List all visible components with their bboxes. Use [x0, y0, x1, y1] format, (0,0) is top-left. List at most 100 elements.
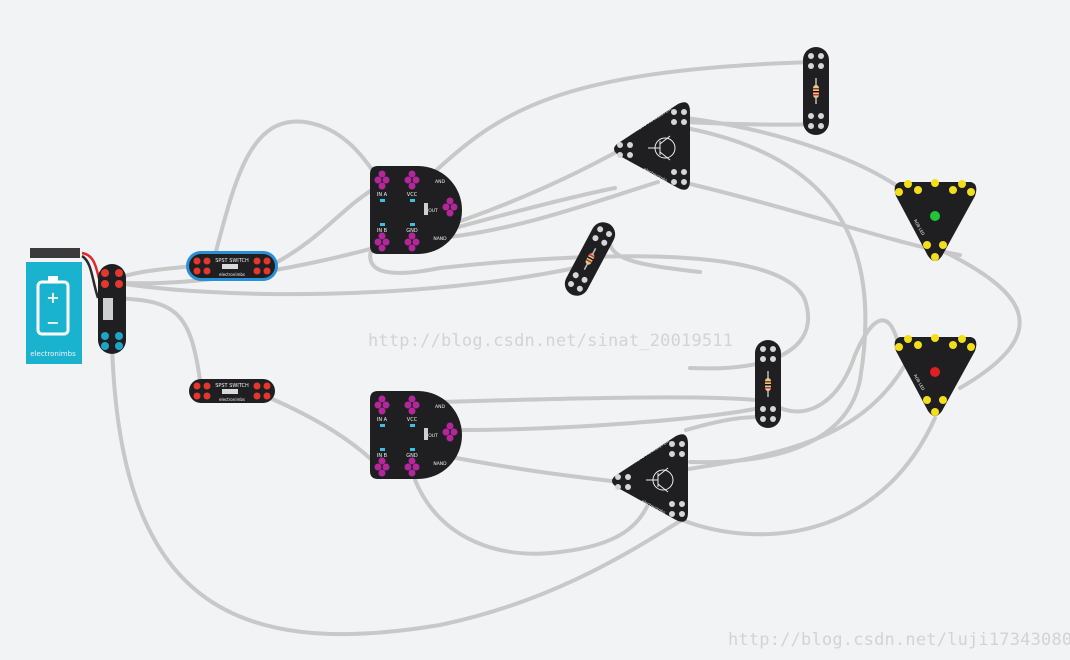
wire[interactable] — [680, 416, 937, 537]
pad[interactable] — [203, 267, 211, 275]
pad[interactable] — [770, 406, 776, 412]
pad[interactable] — [904, 180, 912, 188]
wire[interactable] — [213, 119, 380, 257]
wire[interactable] — [438, 453, 622, 484]
pad[interactable] — [679, 501, 685, 507]
pad[interactable] — [958, 180, 966, 188]
pad[interactable] — [679, 441, 685, 447]
pad[interactable] — [770, 346, 776, 352]
pad[interactable] — [193, 267, 201, 275]
pad[interactable] — [203, 257, 211, 265]
pad[interactable] — [939, 396, 947, 404]
pad-cluster[interactable] — [442, 422, 458, 442]
pad-cluster[interactable] — [442, 197, 458, 217]
pad[interactable] — [681, 109, 687, 115]
pad[interactable] — [193, 382, 201, 390]
pad[interactable] — [949, 341, 957, 349]
pad[interactable] — [617, 142, 623, 148]
pad[interactable] — [572, 271, 580, 279]
pad[interactable] — [576, 285, 584, 293]
pad[interactable] — [808, 53, 814, 59]
pad[interactable] — [253, 257, 261, 265]
pad[interactable] — [967, 188, 975, 196]
pad[interactable] — [203, 392, 211, 400]
pad[interactable] — [263, 257, 271, 265]
pad-cluster[interactable] — [404, 395, 420, 415]
pad[interactable] — [808, 63, 814, 69]
wire[interactable] — [438, 180, 660, 240]
pad[interactable] — [101, 342, 109, 350]
pad[interactable] — [625, 474, 631, 480]
pad[interactable] — [679, 451, 685, 457]
pad[interactable] — [818, 113, 824, 119]
pad[interactable] — [760, 406, 766, 412]
pad[interactable] — [818, 63, 824, 69]
wire[interactable] — [438, 395, 758, 404]
pad[interactable] — [931, 179, 939, 187]
pad[interactable] — [818, 123, 824, 129]
pad[interactable] — [939, 241, 947, 249]
pad[interactable] — [669, 511, 675, 517]
rgb-led-top[interactable]: RGB LED — [894, 179, 977, 261]
pad[interactable] — [253, 382, 261, 390]
pad[interactable] — [681, 169, 687, 175]
pad[interactable] — [591, 234, 599, 242]
pad[interactable] — [605, 230, 613, 238]
wire[interactable] — [368, 238, 811, 371]
pad[interactable] — [681, 179, 687, 185]
pad[interactable] — [101, 332, 109, 340]
pad-cluster[interactable] — [374, 457, 390, 477]
pad[interactable] — [263, 392, 271, 400]
transistor-bottom[interactable]: NPN TRANSISTOR electronimbs — [612, 434, 688, 522]
pad[interactable] — [914, 186, 922, 194]
pad[interactable] — [818, 53, 824, 59]
pad[interactable] — [671, 169, 677, 175]
wire[interactable] — [680, 363, 907, 472]
pad[interactable] — [923, 241, 931, 249]
pad[interactable] — [931, 253, 939, 261]
pad[interactable] — [669, 501, 675, 507]
pad[interactable] — [770, 356, 776, 362]
pad[interactable] — [615, 484, 621, 490]
pad[interactable] — [625, 484, 631, 490]
pad[interactable] — [193, 257, 201, 265]
pad[interactable] — [101, 280, 109, 288]
battery[interactable]: + − electronimbs — [26, 248, 102, 364]
transistor-top[interactable]: NPN TRANSISTOR electronimbs — [614, 102, 690, 190]
pad-cluster[interactable] — [374, 395, 390, 415]
pad[interactable] — [115, 332, 123, 340]
pad[interactable] — [681, 119, 687, 125]
wire[interactable] — [110, 296, 202, 382]
pad[interactable] — [615, 474, 621, 480]
and-gate-bottom[interactable]: IN A VCC IN B GND AND OUT NAND — [370, 391, 462, 479]
pad-cluster[interactable] — [404, 457, 420, 477]
pad[interactable] — [904, 335, 912, 343]
wire[interactable] — [608, 230, 702, 274]
pad-cluster[interactable] — [374, 170, 390, 190]
pad[interactable] — [958, 335, 966, 343]
resistor-vertical-mid[interactable] — [755, 340, 781, 428]
switch-top[interactable]: SPST SWITCH electronimbs — [186, 251, 278, 281]
wire[interactable] — [684, 116, 902, 190]
wire[interactable] — [413, 478, 652, 556]
pad[interactable] — [253, 392, 261, 400]
pad-cluster[interactable] — [404, 232, 420, 252]
pad[interactable] — [808, 123, 814, 129]
pad[interactable] — [895, 343, 903, 351]
pad[interactable] — [115, 280, 123, 288]
pad[interactable] — [253, 267, 261, 275]
pad-cluster[interactable] — [404, 170, 420, 190]
pad[interactable] — [967, 343, 975, 351]
wire[interactable] — [268, 188, 374, 268]
pad[interactable] — [115, 269, 123, 277]
pad[interactable] — [671, 179, 677, 185]
pad[interactable] — [627, 152, 633, 158]
wire[interactable] — [268, 396, 374, 462]
pad[interactable] — [600, 239, 608, 247]
and-gate-top[interactable]: IN A VCC IN B GND AND OUT NAND — [370, 166, 462, 254]
pad[interactable] — [669, 441, 675, 447]
pad[interactable] — [770, 416, 776, 422]
wire[interactable] — [943, 250, 1022, 390]
pad[interactable] — [760, 346, 766, 352]
pad[interactable] — [760, 416, 766, 422]
